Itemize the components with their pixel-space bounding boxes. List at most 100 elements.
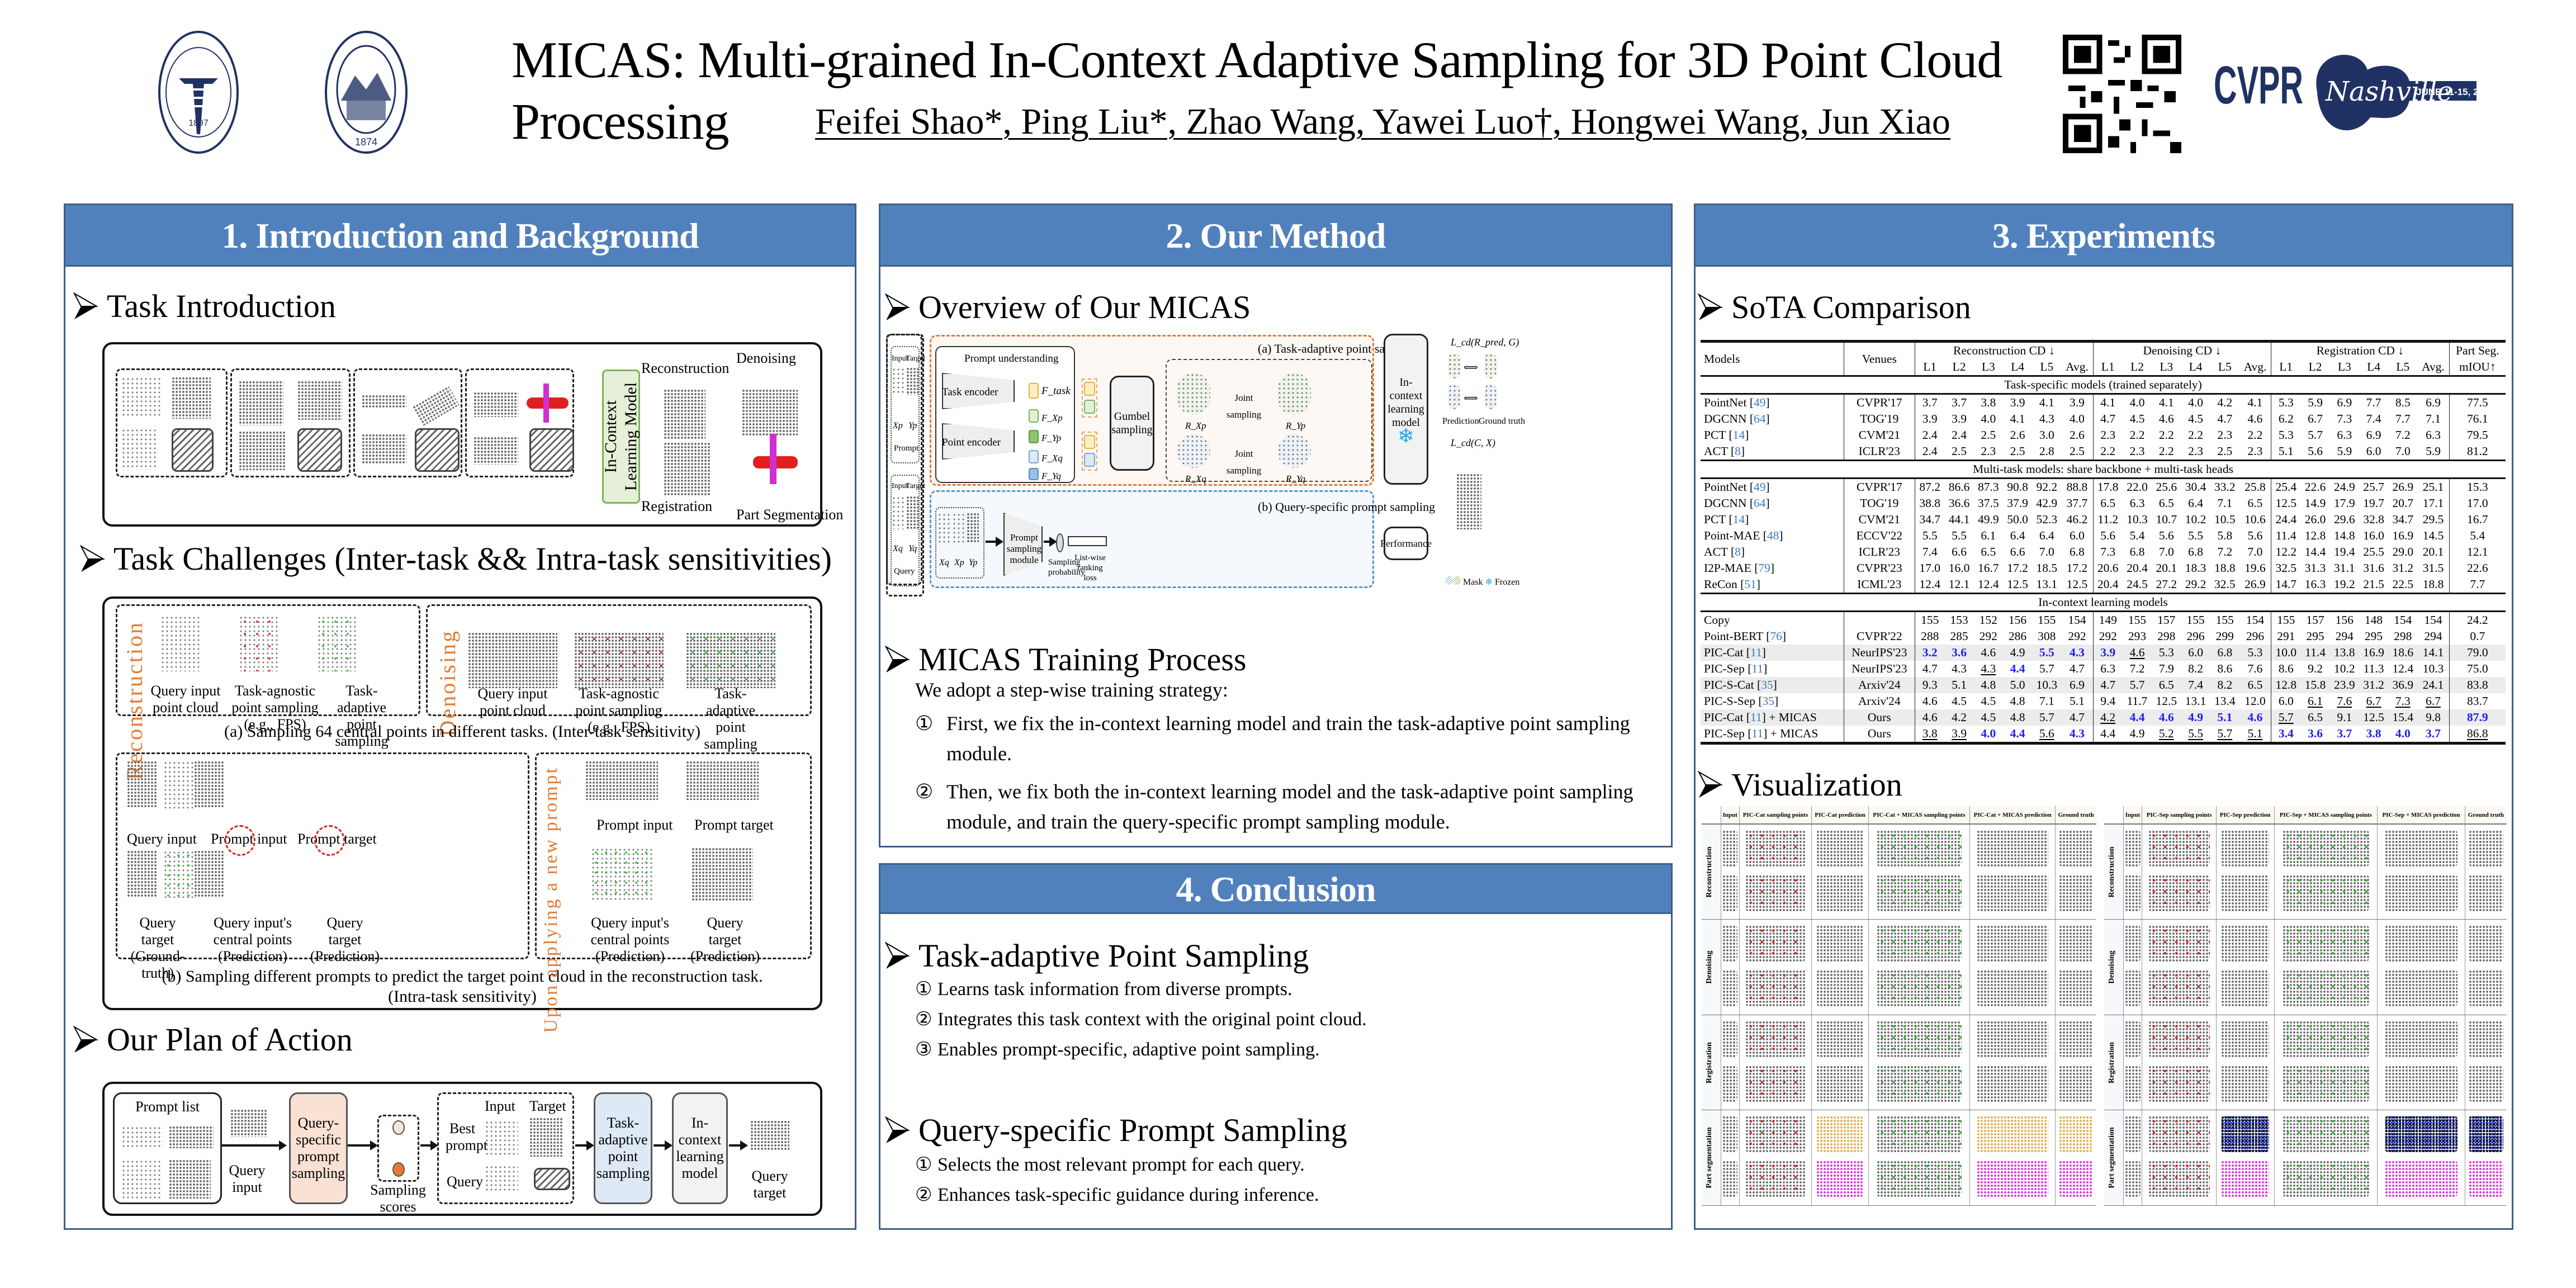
citation-link[interactable]: 79	[1758, 561, 1770, 575]
metric-cell: 5.6	[2308, 444, 2323, 458]
icl-model-block: In-context learning model❄	[1384, 334, 1428, 485]
citation-link[interactable]: 11	[1750, 646, 1762, 659]
metric-cell: 2.3	[2188, 444, 2203, 458]
metric-cell: 2.2	[2158, 428, 2174, 442]
citation-link[interactable]: 14	[1732, 513, 1745, 526]
metric-cell: 6.5	[2247, 496, 2263, 510]
point-cloud-thumbnail	[1816, 970, 1864, 1007]
metric-cell: 4.9	[2002, 645, 2033, 661]
metric-cell: 20.1	[2156, 561, 2177, 575]
citation-link[interactable]: 8	[1735, 444, 1741, 458]
citation-link[interactable]: 49	[1754, 396, 1766, 409]
subheading-plan-of-action: Our Plan of Action	[73, 1020, 353, 1059]
metric-cell: 12.8	[2304, 529, 2326, 542]
poster-header: 1897 1874 MICAS: Multi-grained In-Contex…	[0, 0, 2576, 184]
metric-cell: 5.7	[2122, 677, 2152, 693]
citation-link[interactable]: 8	[1735, 545, 1741, 558]
arrow-bullet-icon	[1698, 293, 1722, 320]
metric-cell: 4.5	[1973, 709, 2003, 726]
metric-cell: 2.4	[1915, 443, 1945, 461]
point-cloud-thumbnail	[2148, 1065, 2210, 1102]
citation-link[interactable]: 11	[1751, 727, 1764, 740]
citation-link[interactable]: 64	[1754, 412, 1766, 425]
metric-cell: 298	[2394, 629, 2412, 643]
vis-column-header: Ground truth	[2055, 806, 2096, 825]
metric-cell: 31.2	[2392, 561, 2414, 575]
metric-cell: 36.9	[2388, 677, 2418, 693]
query-specific-prompt-sampling-block: Query-specific prompt sampling	[289, 1092, 348, 1204]
vis-cell	[2142, 1015, 2217, 1111]
vis-cell	[1969, 1110, 2056, 1206]
metric-cell: 5.0	[2002, 677, 2033, 693]
citation-link[interactable]: 14	[1732, 428, 1745, 442]
metric-cell: 2.2	[2129, 428, 2145, 442]
vis-column-header: PIC-Sep + MICAS prediction	[2377, 806, 2465, 825]
table-group-title: Task-specific models (trained separately…	[1701, 375, 2506, 395]
metric-cell: 4.4	[2092, 726, 2123, 745]
vis-cell	[2123, 1015, 2142, 1111]
point-cloud-thumbnail	[2468, 970, 2504, 1007]
metric-cell: 25.8	[2244, 480, 2266, 494]
metric-cell: 152	[1979, 613, 1997, 627]
vis-cell	[1969, 919, 2056, 1015]
arrow-bullet-icon	[885, 646, 910, 673]
arrow-bullet-icon	[73, 292, 98, 319]
metric-cell: 6.0	[2366, 444, 2381, 458]
col-header-venues: Venues	[1843, 340, 1915, 377]
metric-cell: 6.1	[2308, 694, 2323, 708]
citation-link[interactable]: 35	[1762, 694, 1775, 708]
metric-cell: 2.5	[2010, 444, 2025, 458]
qr-code[interactable]	[2063, 35, 2181, 153]
svg-text:1874: 1874	[355, 136, 377, 148]
venue: CVM'21	[1843, 512, 1915, 528]
metric-cell: 3.4	[2271, 726, 2301, 745]
vis-cell	[2055, 1015, 2096, 1111]
metric-cell: 3.7	[1915, 394, 1945, 411]
metric-cell: 16.0	[1948, 561, 1970, 575]
vis-cell	[1811, 824, 1869, 920]
col-header-level: L3	[2152, 359, 2181, 377]
citation-link[interactable]: 51	[1744, 577, 1756, 591]
point-cloud-thumbnail	[1722, 1116, 1738, 1153]
metric-cell: 18.8	[2422, 577, 2444, 591]
vis-cell	[2055, 824, 2096, 920]
point-cloud-thumbnail	[2220, 1020, 2270, 1057]
point-cloud-thumbnail	[2283, 875, 2369, 912]
metric-cell: 7.2	[2395, 428, 2411, 442]
col-group-denoising: Denoising CD ↓	[2092, 340, 2271, 359]
citation-link[interactable]: 48	[1767, 529, 1779, 542]
metric-cell: 2.4	[1952, 428, 1967, 442]
vis-cell	[2142, 919, 2217, 1015]
point-cloud-thumbnail	[2384, 1020, 2458, 1057]
miou-cell: 87.9	[2449, 709, 2506, 726]
metric-cell: 32.5	[2271, 560, 2301, 576]
model-name: PointNet [49]	[1704, 396, 1770, 409]
metric-cell: 49.9	[1977, 513, 1999, 526]
metric-cell: 18.3	[2185, 561, 2206, 575]
point-cloud-thumbnail	[2148, 1161, 2210, 1197]
point-cloud-thumbnail	[2220, 1161, 2270, 1197]
point-cloud-thumbnail	[1877, 1020, 1962, 1057]
metric-cell: 8.2	[2210, 677, 2239, 693]
metric-cell: 3.7	[1952, 396, 1967, 409]
metric-cell: 3.8	[1981, 396, 1996, 409]
citation-link[interactable]: 76	[1770, 629, 1782, 643]
metric-cell: 6.4	[2039, 529, 2054, 542]
citation-link[interactable]: 64	[1754, 496, 1766, 510]
citation-link[interactable]: 11	[1750, 711, 1762, 724]
point-cloud-thumbnail	[2468, 830, 2504, 867]
citation-link[interactable]: 11	[1751, 662, 1764, 675]
citation-link[interactable]: 49	[1754, 480, 1766, 494]
metric-cell: 16.0	[2363, 529, 2384, 542]
vis-cell	[2377, 1015, 2465, 1111]
vis-column-header: PIC-Cat + MICAS sampling points	[1868, 806, 1970, 825]
metric-cell: 12.4	[2392, 662, 2414, 675]
metric-cell: 4.5	[2129, 412, 2145, 425]
citation-link[interactable]: 35	[1761, 678, 1773, 692]
metric-cell: 4.0	[1973, 726, 2003, 745]
vis-cell	[1811, 1015, 1869, 1111]
